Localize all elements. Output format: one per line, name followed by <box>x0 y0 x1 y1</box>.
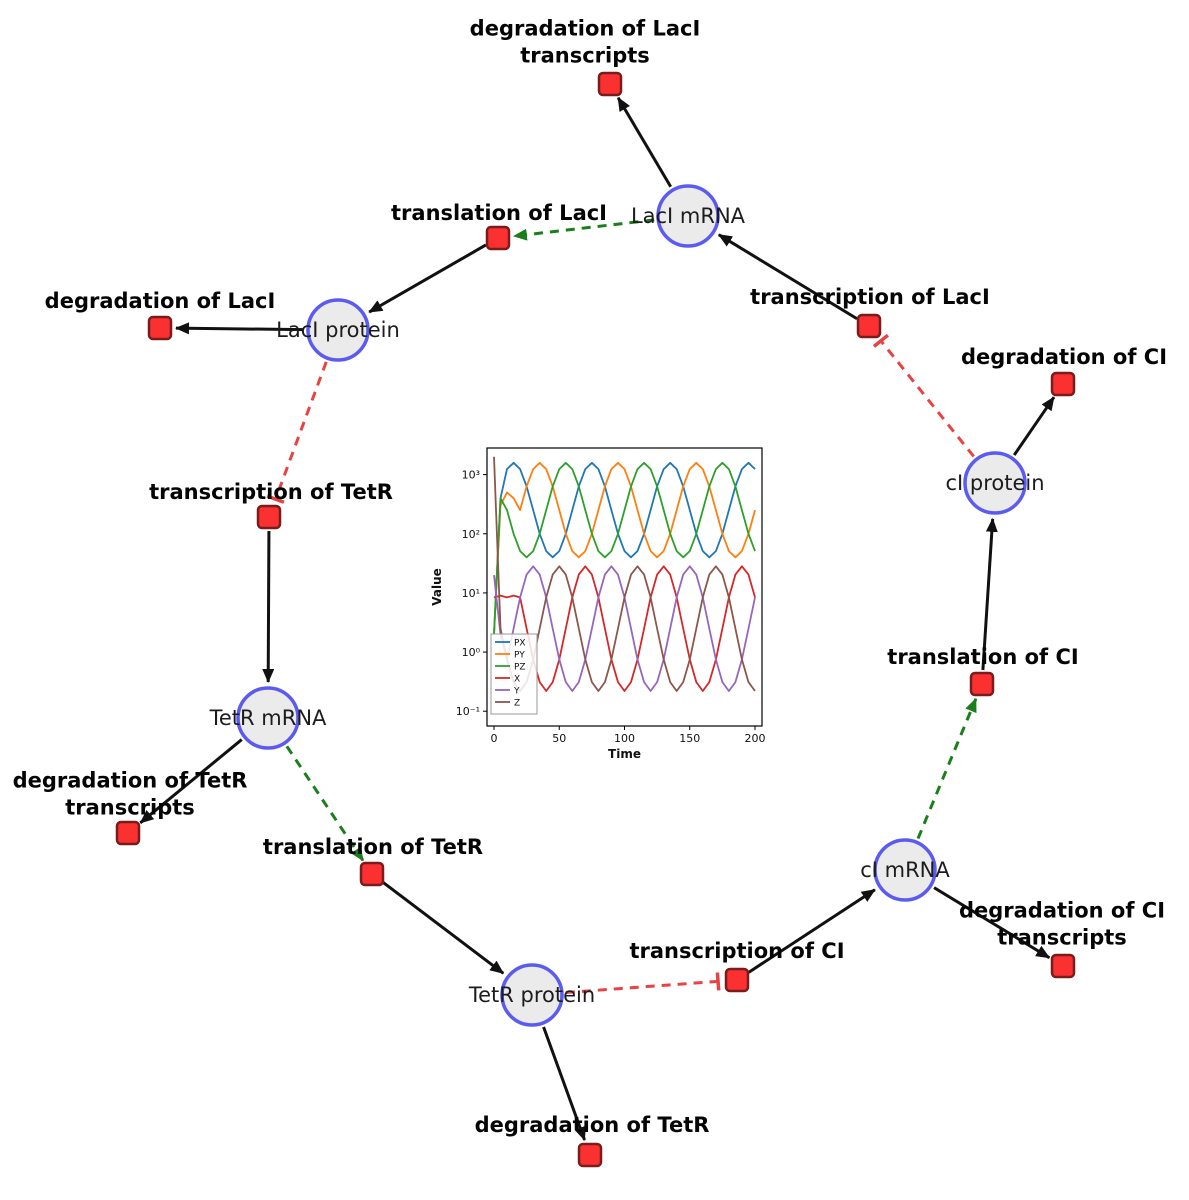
reaction-label-translation-ci: translation of CI <box>887 645 1078 669</box>
edge-production-transcription-ci-ci-mrna[interactable] <box>747 888 876 974</box>
species-label-laci-protein: LacI protein <box>276 318 400 342</box>
chart-legend <box>490 633 538 715</box>
y-tick-label: 10⁰ <box>462 646 481 659</box>
series-line-PZ <box>493 461 756 635</box>
series-line-PX <box>493 461 756 635</box>
species-label-ci-protein: cI protein <box>945 471 1044 495</box>
species-label-tetr-protein: TetR protein <box>468 983 595 1007</box>
y-tick-label: 10² <box>462 528 480 541</box>
edge-consumption-laci-protein-degradation-laci[interactable] <box>174 322 305 335</box>
legend-label-PX: PX <box>514 639 526 649</box>
reaction-node-translation-ci[interactable] <box>969 671 995 697</box>
edge-consumption-laci-mrna-deg-laci-transcripts[interactable] <box>616 96 672 188</box>
x-tick-label: 50 <box>552 732 566 745</box>
edge-catalysis-tetr-mrna-translation-tetr[interactable] <box>285 745 365 862</box>
legend-label-PZ: PZ <box>514 663 526 673</box>
edge-consumption-tetr-protein-degradation-tetr[interactable] <box>542 1026 586 1141</box>
reaction-label-deg-laci-transcripts-line2: transcripts <box>520 44 650 68</box>
x-tick-label: 0 <box>491 732 498 745</box>
edge-production-transcription-laci-laci-mrna[interactable] <box>717 233 858 321</box>
y-axis-label: Value <box>430 568 444 606</box>
x-tick-label: 100 <box>614 732 635 745</box>
reaction-label-deg-laci-transcripts-line1: degradation of LacI <box>470 17 701 41</box>
reaction-node-transcription-tetr[interactable] <box>256 504 282 530</box>
legend-label-Y: Y <box>513 687 520 697</box>
x-tick-label: 150 <box>679 732 700 745</box>
reaction-node-degradation-ci[interactable] <box>1050 371 1076 397</box>
series-line-X <box>493 565 756 692</box>
edge-production-translation-laci-laci-protein[interactable] <box>368 243 487 314</box>
reaction-node-deg-ci-transcripts[interactable] <box>1050 953 1076 979</box>
reaction-node-transcription-ci[interactable] <box>724 967 750 993</box>
reaction-label-degradation-tetr: degradation of TetR <box>475 1113 710 1137</box>
species-node-ci-protein[interactable] <box>963 451 1027 515</box>
x-tick-label: 200 <box>745 732 766 745</box>
species-label-laci-mrna: LacI mRNA <box>631 204 746 228</box>
edge-consumption-ci-protein-degradation-ci[interactable] <box>1013 396 1056 456</box>
species-node-ci-mrna[interactable] <box>873 838 937 902</box>
reaction-label-transcription-laci: transcription of LacI <box>750 285 990 309</box>
edge-production-transcription-tetr-tetr-mrna[interactable] <box>262 530 275 684</box>
reaction-label-translation-laci: translation of LacI <box>391 201 607 225</box>
species-label-tetr-mrna: TetR mRNA <box>209 706 327 730</box>
edge-consumption-ci-mrna-deg-ci-transcripts[interactable] <box>933 886 1051 959</box>
reaction-label-deg-ci-transcripts-line2: transcripts <box>997 926 1127 950</box>
series-line-Z <box>493 456 756 692</box>
x-axis-label: Time <box>608 747 641 761</box>
y-tick-label: 10³ <box>462 469 480 482</box>
edge-inhibition-ci-protein-transcription-laci[interactable] <box>872 333 975 458</box>
reaction-node-translation-laci[interactable] <box>485 225 511 251</box>
y-tick-label: 10⁻¹ <box>456 705 480 718</box>
y-tick-label: 10¹ <box>462 587 480 600</box>
reaction-label-transcription-ci: transcription of CI <box>629 939 844 963</box>
reaction-label-translation-tetr: translation of TetR <box>263 835 483 859</box>
edge-catalysis-ci-mrna-translation-ci[interactable] <box>916 697 978 840</box>
reaction-node-degradation-tetr[interactable] <box>577 1142 603 1168</box>
edge-production-translation-ci-ci-protein[interactable] <box>981 517 998 671</box>
edge-catalysis-laci-mrna-translation-laci[interactable] <box>512 218 655 241</box>
reaction-label-degradation-laci: degradation of LacI <box>45 289 276 313</box>
reaction-label-deg-ci-transcripts-line1: degradation of CI <box>959 899 1165 923</box>
edge-inhibition-laci-protein-transcription-tetr[interactable] <box>266 361 328 504</box>
reaction-label-transcription-tetr: transcription of TetR <box>149 480 393 504</box>
species-node-laci-mrna[interactable] <box>656 184 720 248</box>
species-label-ci-mrna: cI mRNA <box>860 858 950 882</box>
edge-production-translation-tetr-tetr-protein[interactable] <box>382 881 505 975</box>
reaction-node-deg-tetr-transcripts[interactable] <box>115 820 141 846</box>
reaction-node-translation-tetr[interactable] <box>359 861 385 887</box>
edge-consumption-tetr-mrna-deg-tetr-transcripts[interactable] <box>139 738 243 825</box>
reaction-node-transcription-laci[interactable] <box>856 313 882 339</box>
reaction-node-deg-laci-transcripts[interactable] <box>597 71 623 97</box>
series-line-PY <box>493 461 756 635</box>
legend-label-Z: Z <box>514 699 520 709</box>
reaction-label-degradation-ci: degradation of CI <box>961 345 1167 369</box>
reaction-label-deg-tetr-transcripts-line2: transcripts <box>65 796 195 820</box>
reaction-label-deg-tetr-transcripts-line1: degradation of TetR <box>13 769 248 793</box>
legend-label-PY: PY <box>514 651 525 661</box>
legend-label-X: X <box>514 675 520 685</box>
reaction-node-degradation-laci[interactable] <box>147 315 173 341</box>
species-node-laci-protein[interactable] <box>306 298 370 362</box>
species-node-tetr-mrna[interactable] <box>236 686 300 750</box>
species-node-tetr-protein[interactable] <box>500 963 564 1027</box>
